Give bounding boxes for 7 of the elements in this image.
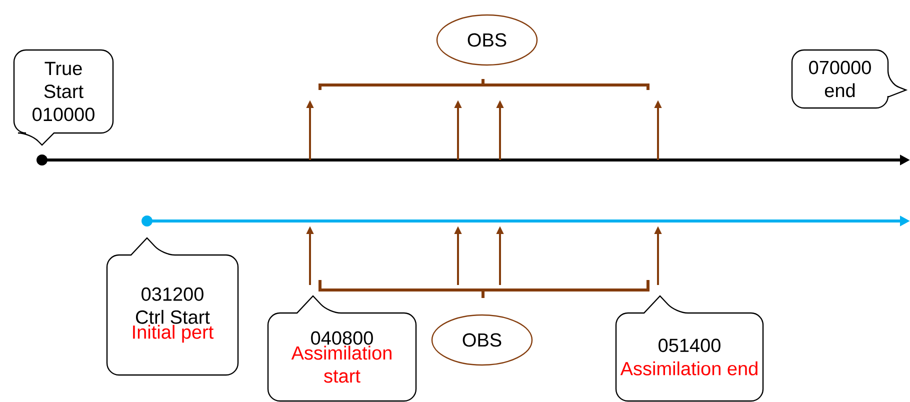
ellipse-label: OBS (436, 14, 538, 66)
ellipse-label: OBS (431, 314, 533, 366)
callout-bubble: 040800 Assimilation start (267, 295, 417, 402)
callout-bubble: 051400 Assimilation end (615, 295, 764, 402)
callout-bubble: True Start 010000 (13, 49, 114, 146)
callout-bubble: 070000 end (791, 49, 907, 109)
callout-bubble: 031200 Ctrl Start Initial pert (106, 237, 239, 376)
